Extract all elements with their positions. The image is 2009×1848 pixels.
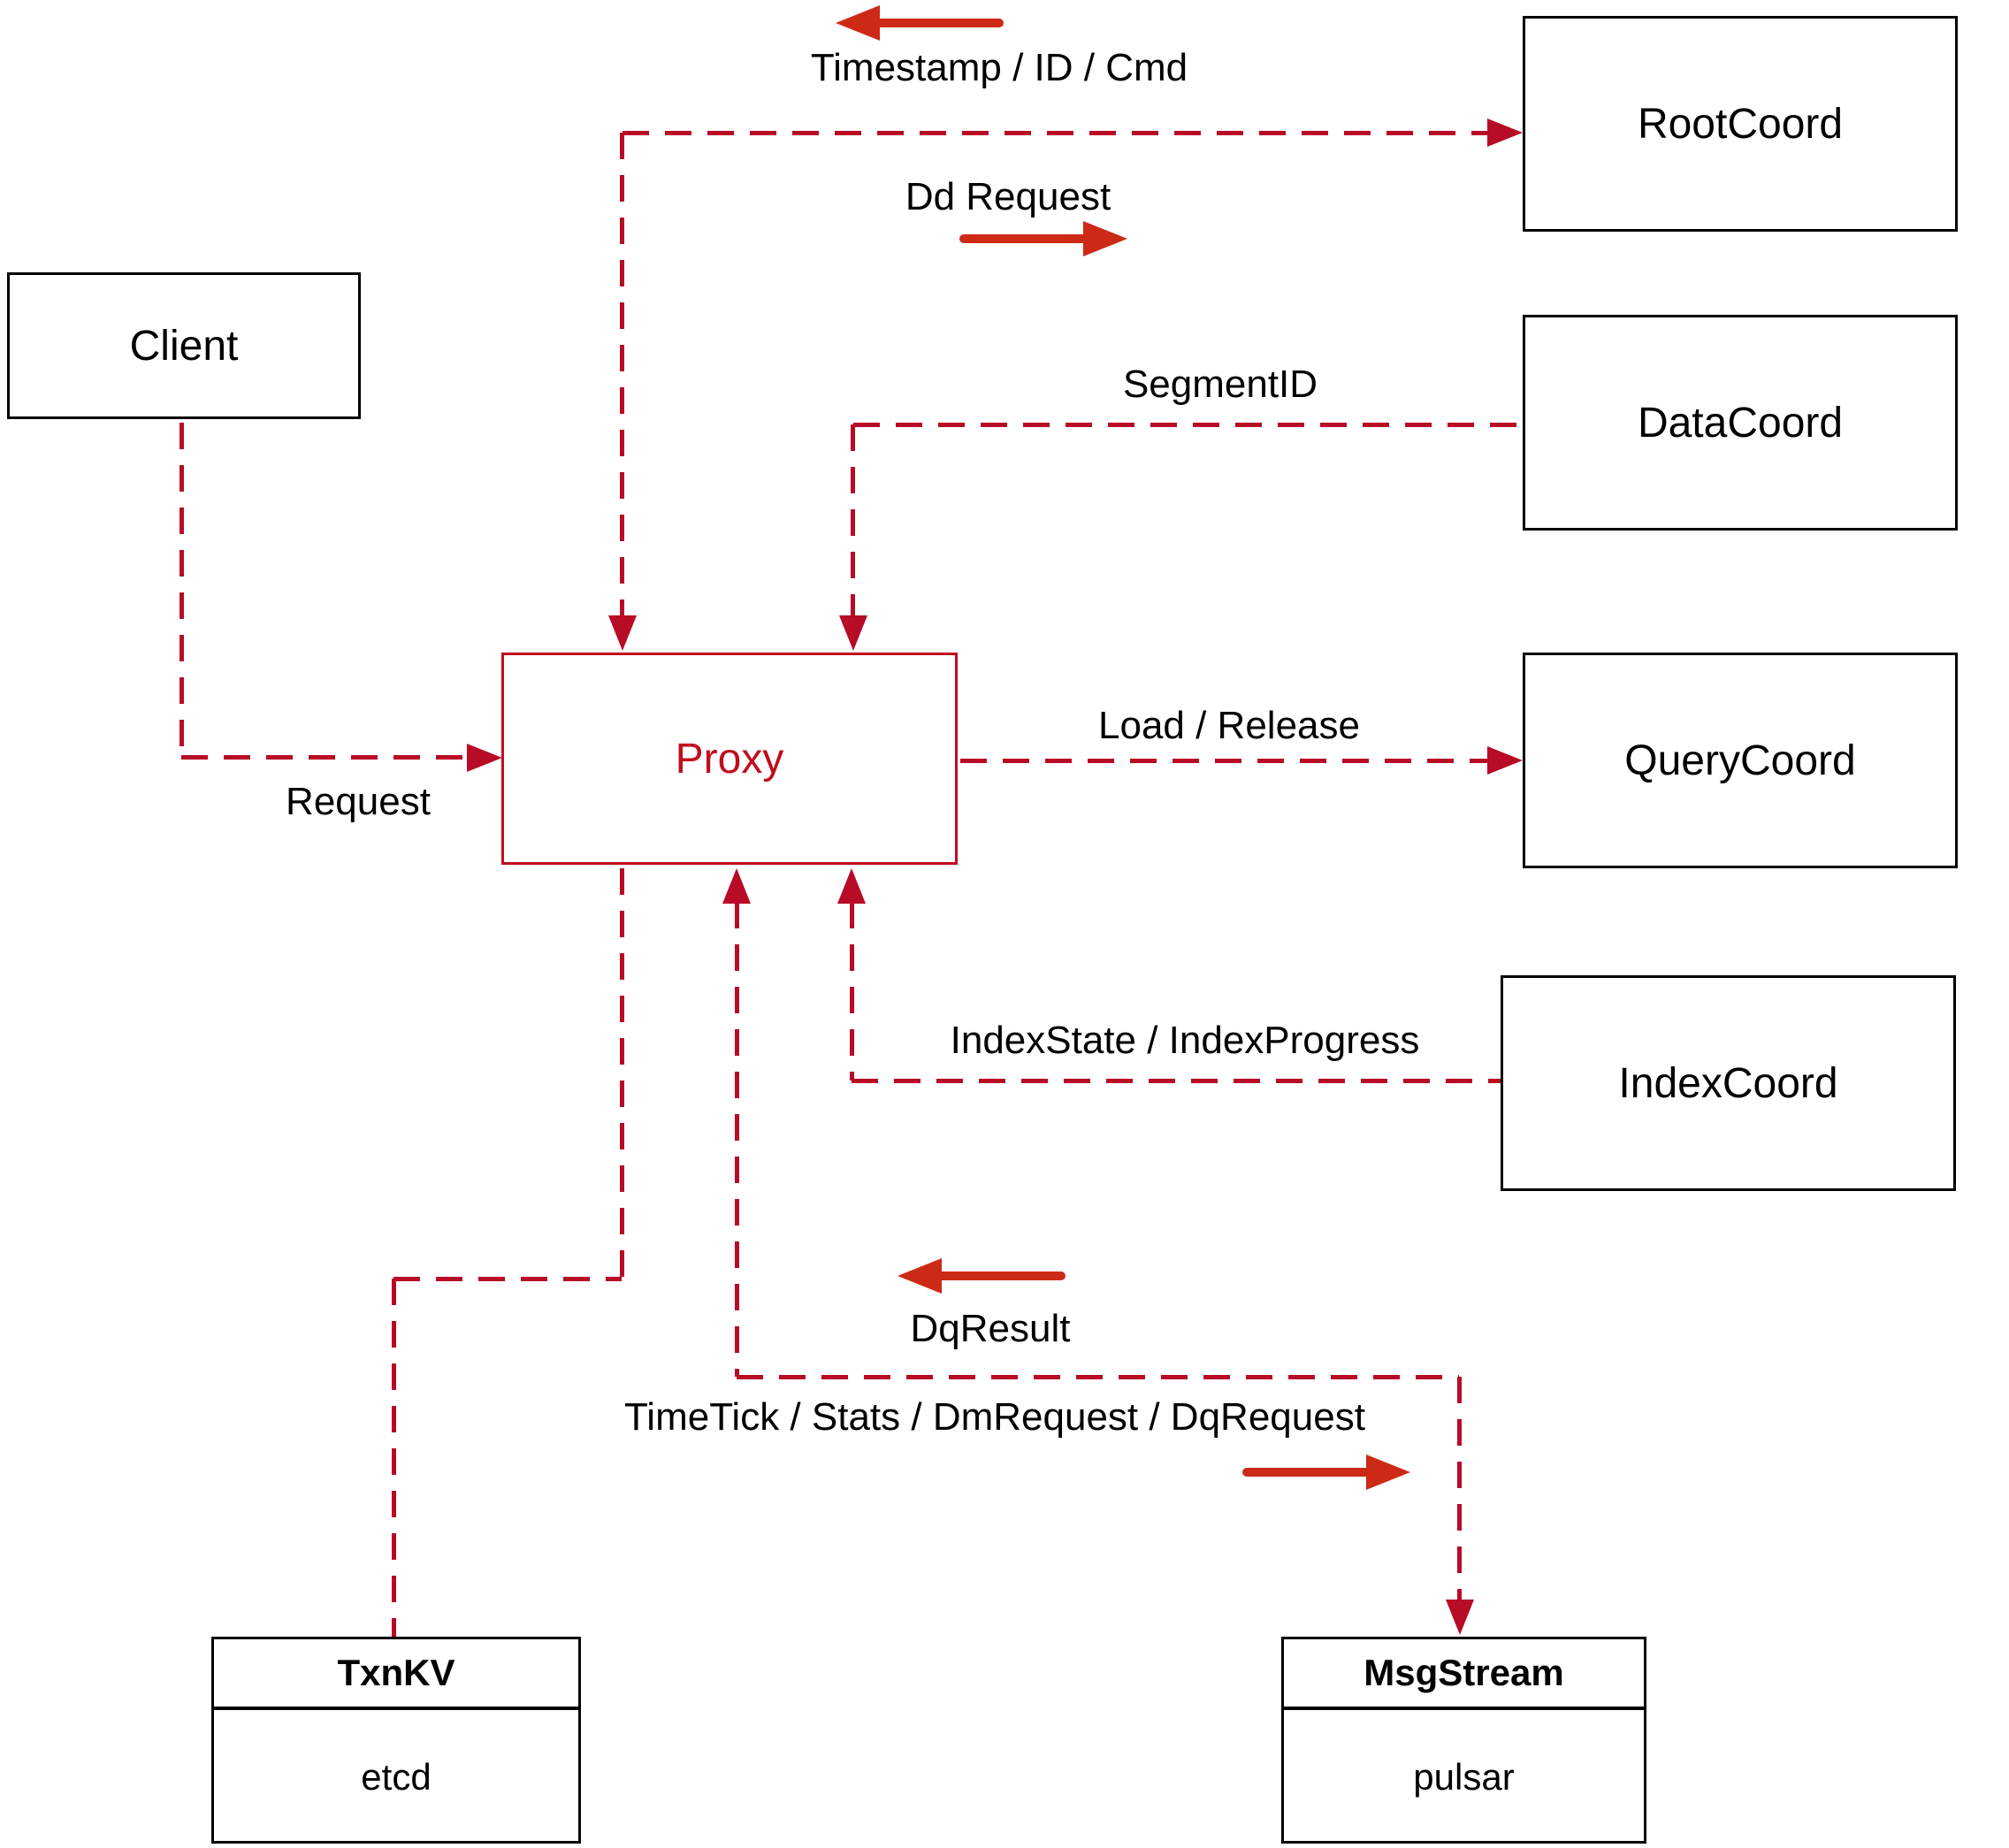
dd-request-arrow-shaft [959, 234, 1090, 243]
load-release-label: Load / Release [1098, 704, 1360, 747]
msgstream-title: MsgStream [1284, 1639, 1644, 1710]
proxy-msgstream-edge-horizontal [737, 1375, 1459, 1379]
querycoord-node: QueryCoord [1523, 653, 1958, 868]
client-label: Client [129, 322, 239, 370]
indexcoord-label: IndexCoord [1618, 1059, 1838, 1107]
timestamp-arrow-head-icon [836, 5, 880, 41]
proxy-querycoord-edge-horizontal [960, 759, 1487, 763]
client-proxy-edge-vertical [180, 423, 184, 757]
querycoord-label: QueryCoord [1624, 737, 1856, 784]
txnkv-title: TxnKV [214, 1639, 578, 1710]
timestamp-id-cmd-label: Timestamp / ID / Cmd [810, 46, 1188, 89]
proxy-txnkv-edge-horizontal [393, 1277, 622, 1281]
timetick-stats-label: TimeTick / Stats / DmRequest / DqRequest [624, 1395, 1365, 1439]
datacoord-proxy-edge-horizontal [853, 423, 1523, 427]
dd-request-label: Dd Request [905, 175, 1111, 218]
txnkv-node: TxnKV etcd [211, 1637, 581, 1844]
querycoord-arrowhead-icon [1487, 746, 1523, 775]
datacoord-proxy-edge-vertical [851, 424, 855, 617]
client-node: Client [7, 272, 361, 419]
indexcoord-proxy-edge-vertical [850, 902, 854, 1081]
txnkv-impl-label: etcd [361, 1756, 432, 1798]
proxy-top-left-arrowhead-icon [608, 615, 637, 651]
dqresult-label: DqResult [910, 1307, 1071, 1350]
proxy-top-right-arrowhead-icon [839, 615, 867, 651]
proxy-bottom-middle-arrowhead-icon [722, 868, 751, 904]
dd-request-direction-arrow-icon [959, 221, 1127, 256]
client-proxy-arrowhead-icon [467, 744, 502, 772]
rootcoord-node: RootCoord [1523, 16, 1958, 232]
rootcoord-arrowhead-icon [1487, 118, 1523, 147]
proxy-txnkv-edge-vertical-upper [620, 868, 624, 1277]
indexcoord-proxy-edge-horizontal [852, 1079, 1501, 1083]
datacoord-label: DataCoord [1637, 399, 1844, 447]
datacoord-node: DataCoord [1523, 315, 1958, 531]
segmentid-label: SegmentID [1122, 363, 1318, 406]
dqresult-direction-arrow-icon [898, 1258, 1066, 1294]
rootcoord-label: RootCoord [1637, 100, 1844, 148]
proxy-txnkv-edge-vertical-lower [392, 1279, 396, 1637]
msgstream-node: MsgStream pulsar [1281, 1637, 1646, 1844]
timestamp-direction-arrow-icon [836, 5, 1004, 41]
timetick-arrow-shaft [1242, 1468, 1373, 1477]
proxy-msgstream-edge-vertical-upper [735, 902, 739, 1377]
timetick-arrow-head-icon [1366, 1455, 1410, 1490]
msgstream-impl-label: pulsar [1413, 1756, 1515, 1798]
timetick-direction-arrow-icon [1242, 1455, 1410, 1490]
dqresult-arrow-shaft [935, 1271, 1066, 1280]
msgstream-arrowhead-icon [1446, 1600, 1474, 1635]
proxy-rootcoord-edge-vertical [620, 133, 624, 617]
proxy-bottom-right-arrowhead-icon [837, 868, 866, 904]
proxy-label: Proxy [675, 735, 784, 783]
dqresult-arrow-head-icon [898, 1258, 942, 1294]
indexstate-indexprogress-label: IndexState / IndexProgress [950, 1019, 1420, 1062]
indexcoord-node: IndexCoord [1501, 975, 1956, 1191]
proxy-msgstream-edge-vertical-lower [1457, 1377, 1462, 1601]
timestamp-arrow-shaft [873, 19, 1004, 27]
client-proxy-edge-horizontal [181, 755, 473, 760]
proxy-rootcoord-edge-horizontal [623, 131, 1489, 135]
proxy-node: Proxy [501, 653, 958, 865]
dd-request-arrow-head-icon [1083, 221, 1127, 256]
request-label: Request [286, 780, 431, 823]
